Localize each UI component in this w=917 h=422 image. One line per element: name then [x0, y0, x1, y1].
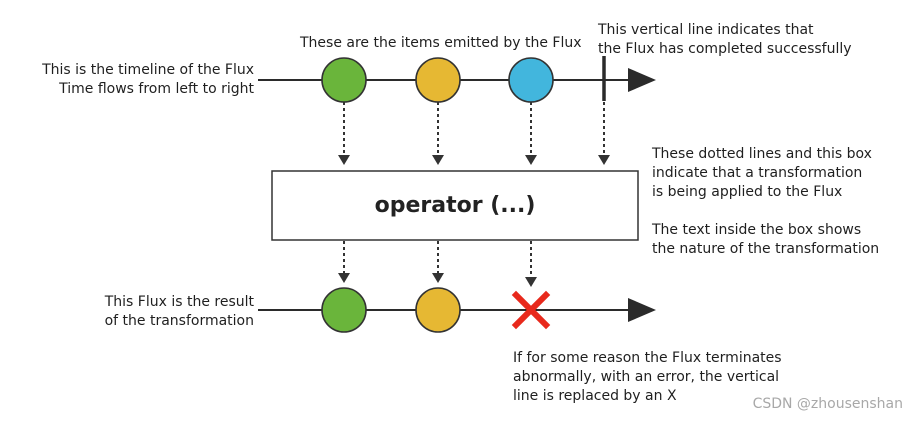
items-caption: These are the items emitted by the Flux	[300, 35, 582, 51]
operator-box	[271, 170, 639, 241]
completion-caption: This vertical line indicates that the Fl…	[598, 22, 852, 57]
error-x-icon	[511, 290, 551, 330]
top-item-yellow	[415, 57, 461, 103]
operator-label: operator (...)	[374, 193, 536, 218]
top-item-blue	[508, 57, 554, 103]
error-caption: If for some reason the Flux terminates a…	[513, 350, 782, 404]
top-item-green	[321, 57, 367, 103]
bottom-item-yellow	[415, 287, 461, 333]
watermark: CSDN @zhousenshan	[752, 396, 903, 412]
bottom-timeline-arrowhead	[628, 298, 656, 322]
top-timeline-caption: This is the timeline of the Flux Time fl…	[42, 62, 254, 97]
bottom-item-green	[321, 287, 367, 333]
top-timeline-arrowhead	[628, 68, 656, 92]
operator-caption: These dotted lines and this box indicate…	[652, 146, 872, 200]
bottom-timeline-caption: This Flux is the result of the transform…	[104, 294, 254, 329]
operator-caption-2: The text inside the box shows the nature…	[652, 222, 880, 257]
